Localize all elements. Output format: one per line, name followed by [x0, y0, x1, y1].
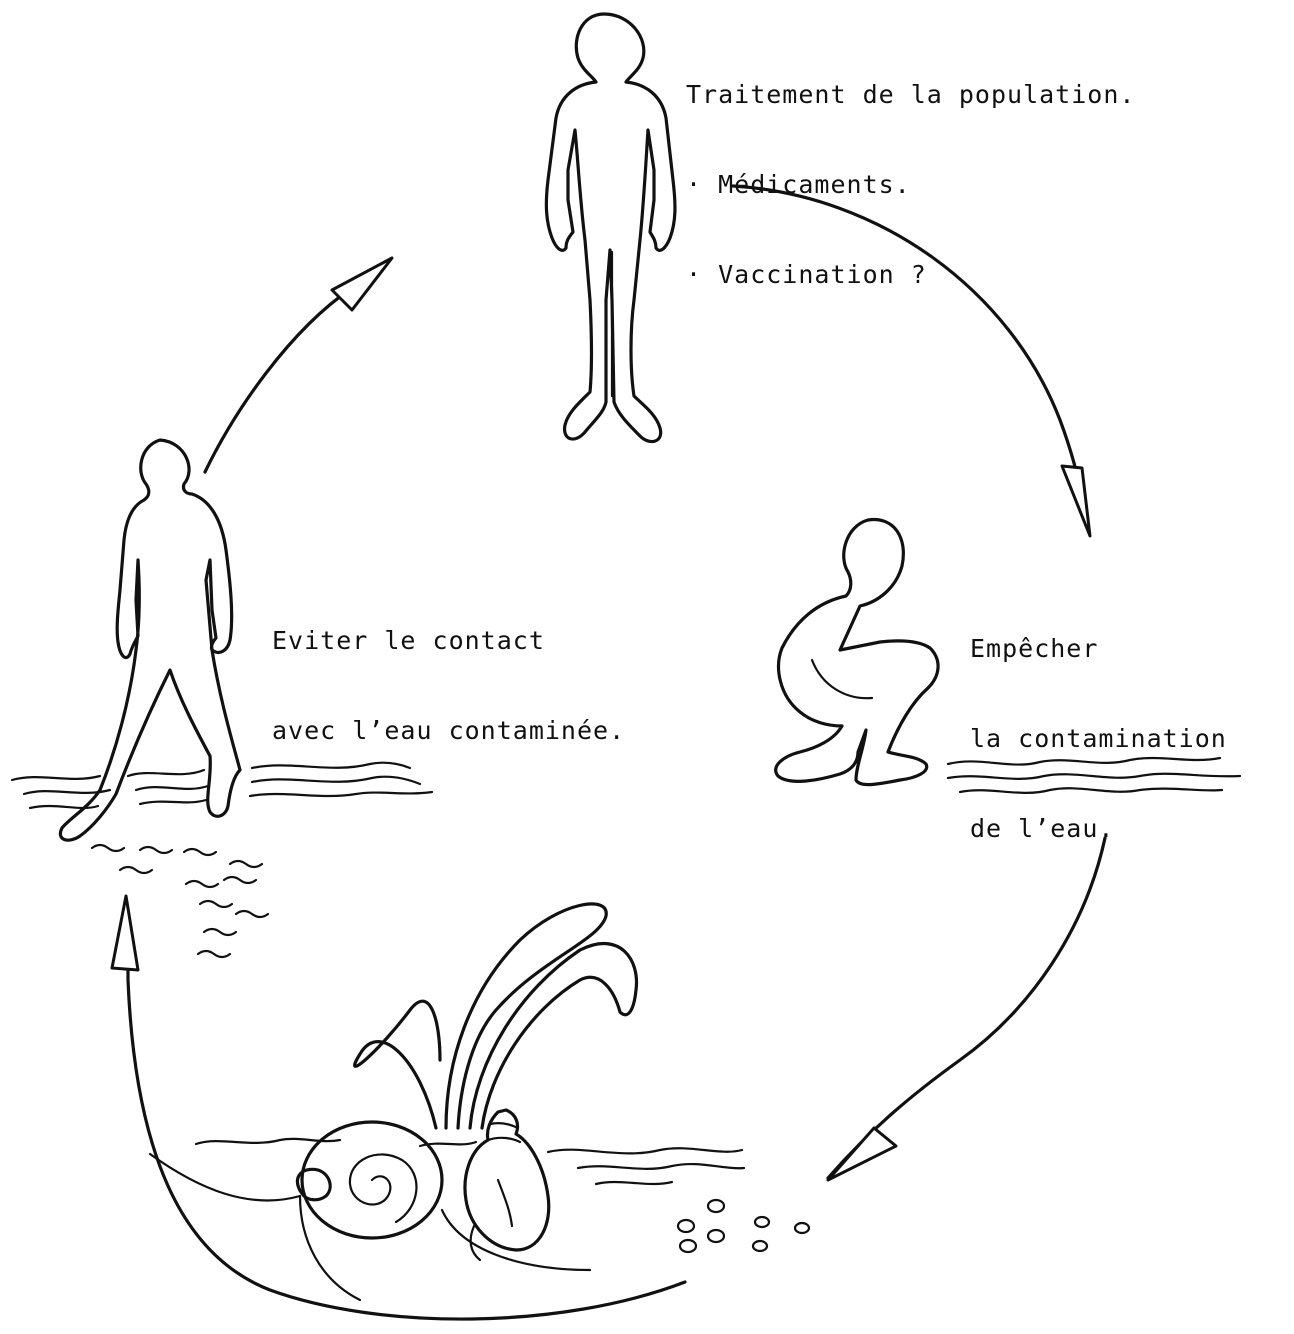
prevent-contamination-label: Empêcher la contamination de l’eau. — [970, 574, 1227, 904]
standing-person-icon — [546, 14, 675, 442]
prevent-contamination-line-2: la contamination — [970, 724, 1227, 754]
treatment-label: Traitement de la population. · Médicamen… — [686, 20, 1135, 350]
cycle-arrow-bottom-left-flourish — [150, 1154, 590, 1300]
avoid-contact-line-2: avec l’eau contaminée. — [272, 716, 625, 746]
treatment-item-medication: · Médicaments. — [686, 170, 1135, 200]
prevent-contamination-line-1: Empêcher — [970, 634, 1227, 664]
walking-person-icon — [60, 440, 240, 840]
treatment-title: Traitement de la population. — [686, 80, 1135, 110]
prevent-contamination-line-3: de l’eau. — [970, 814, 1227, 844]
crouching-person-icon — [776, 520, 938, 785]
snail-icon — [297, 1110, 548, 1260]
cycle-arrow-left-top — [205, 258, 392, 472]
eggs-icon — [678, 1200, 809, 1252]
water-plant-icon — [355, 904, 637, 1128]
treatment-item-vaccination: · Vaccination ? — [686, 260, 1135, 290]
avoid-contact-label: Eviter le contact avec l’eau contaminée. — [272, 566, 625, 806]
avoid-contact-line-1: Eviter le contact — [272, 626, 625, 656]
cycle-arrow-bottom-left — [112, 896, 685, 1319]
